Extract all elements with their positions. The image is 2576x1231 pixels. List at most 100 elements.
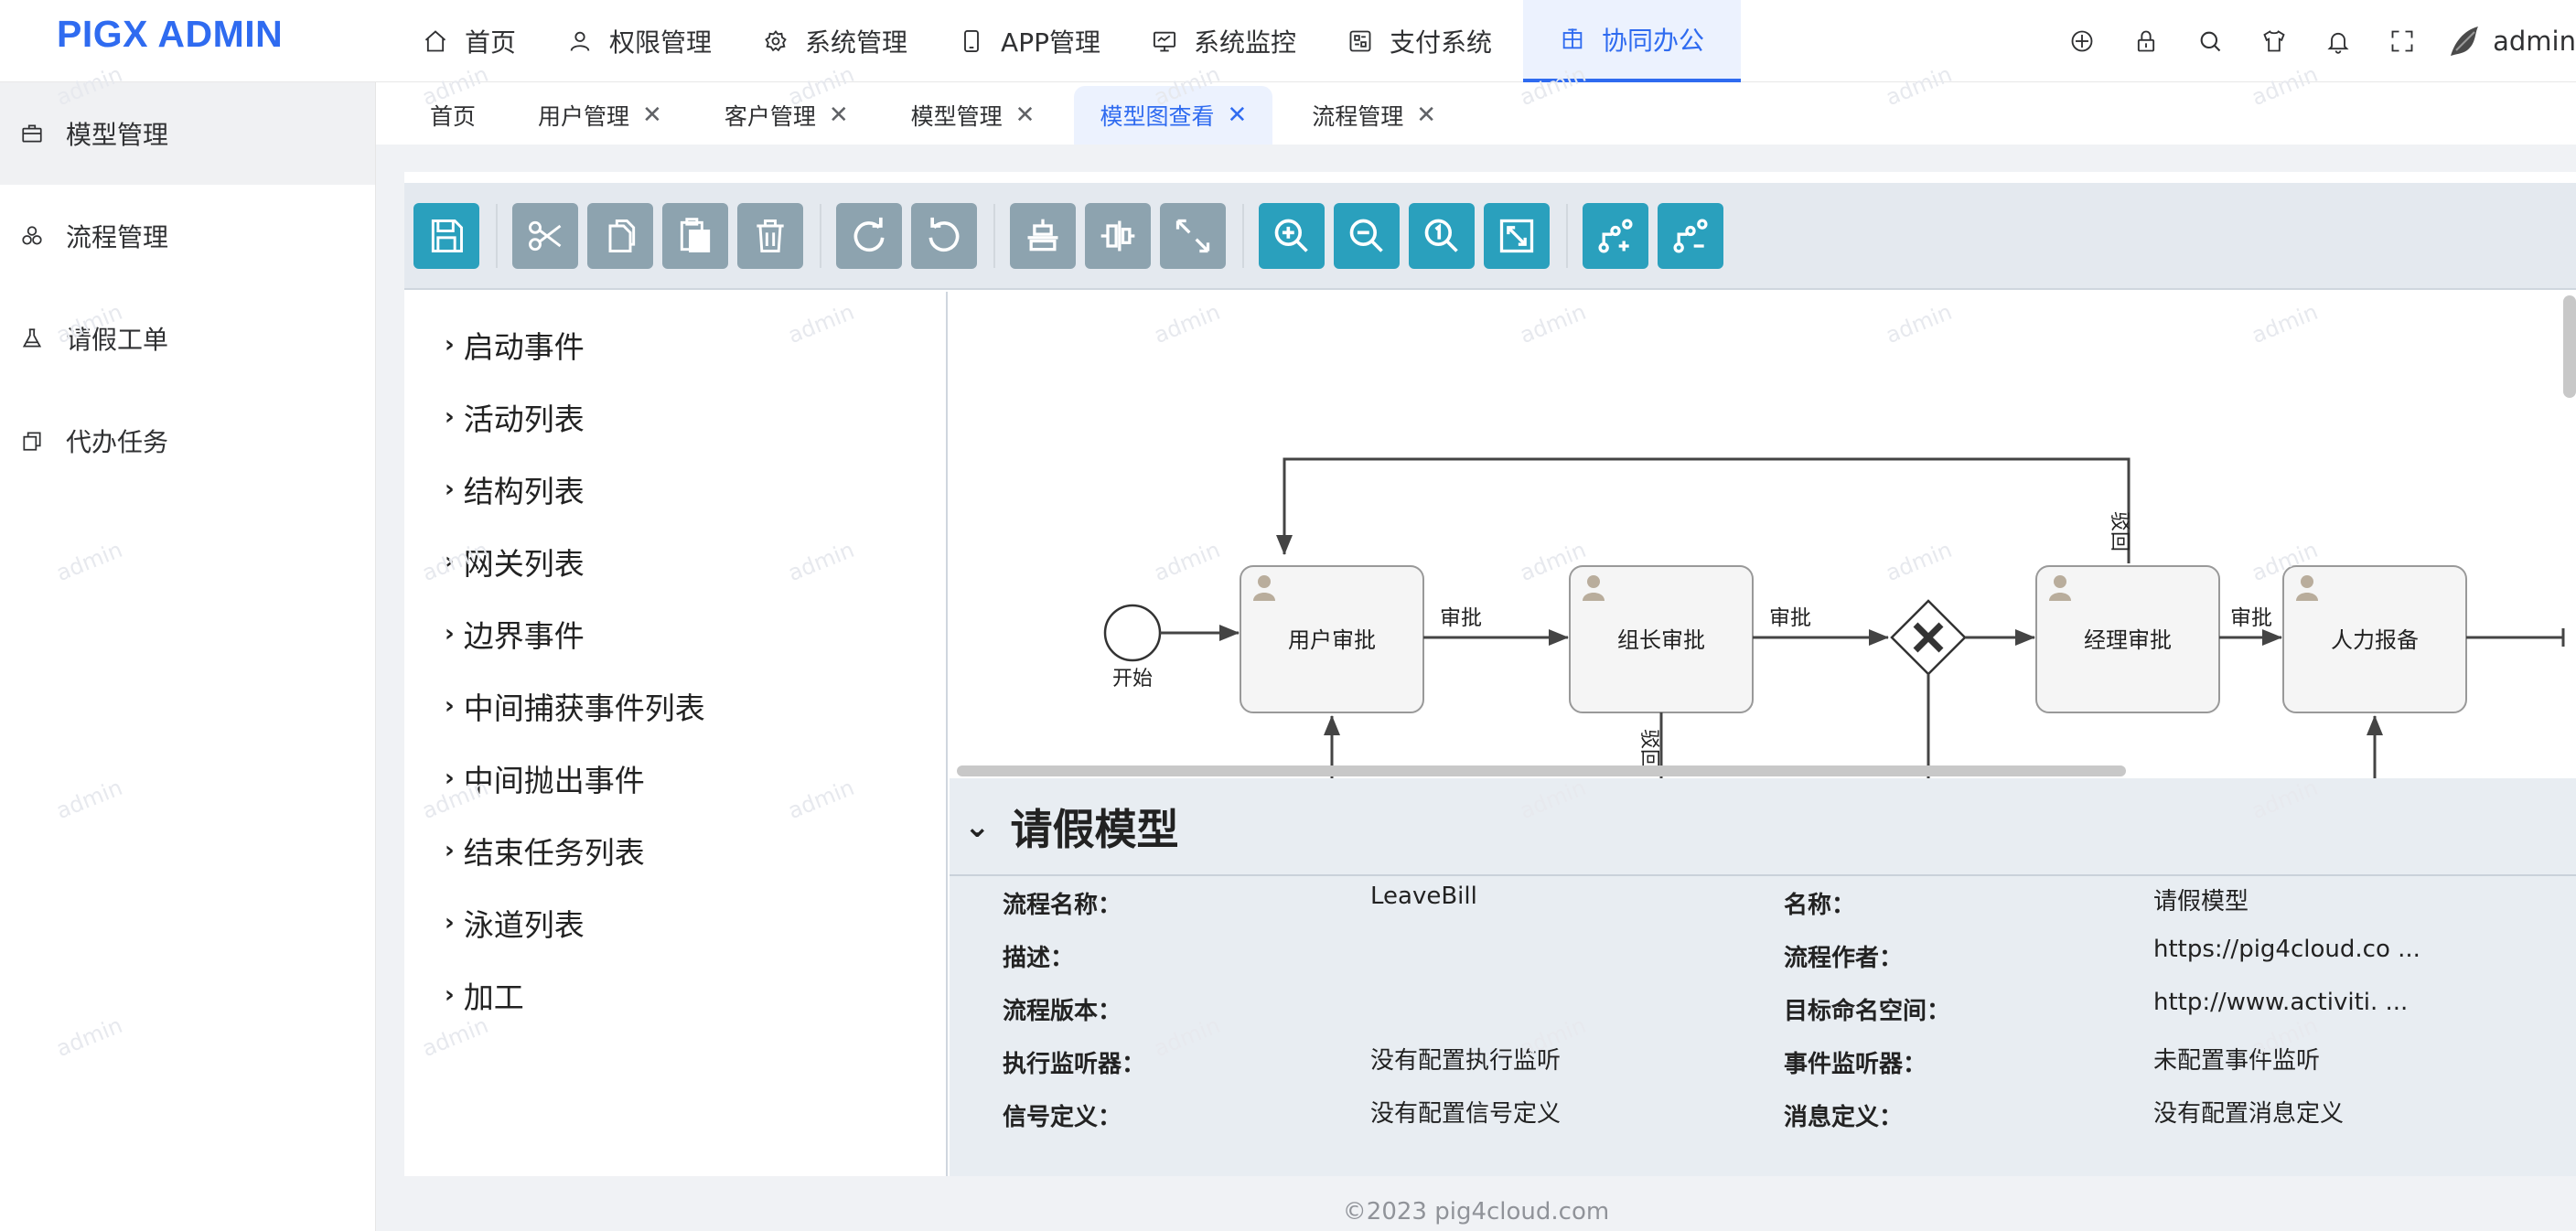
- diagram-canvas[interactable]: 驳回 开始 用户审批 审批 组长审批 驳回: [950, 292, 2576, 778]
- palette-group[interactable]: ›启动事件: [404, 308, 946, 380]
- palette-group-label: 中间捕获事件列表: [463, 690, 705, 726]
- task-hr-report[interactable]: 人力报备: [2282, 565, 2467, 713]
- tab-label: 客户管理: [724, 103, 816, 130]
- close-icon[interactable]: ✕: [642, 102, 662, 129]
- palette-group[interactable]: ›结束任务列表: [404, 814, 946, 886]
- sidebar-item-label: 代办任务: [66, 427, 169, 457]
- tab-user-manage[interactable]: 用户管理✕: [515, 86, 685, 145]
- property-value[interactable]: 没有配置执行监听: [1370, 1047, 1562, 1075]
- palette-group[interactable]: ›结构列表: [404, 453, 946, 525]
- user-menu[interactable]: admin: [2447, 23, 2576, 59]
- save-button[interactable]: [413, 202, 479, 269]
- palette-group[interactable]: ›加工: [404, 958, 946, 1031]
- sidebar-item-todo[interactable]: 代办任务: [0, 390, 375, 492]
- close-icon[interactable]: ✕: [828, 102, 849, 129]
- notification-button[interactable]: [2306, 0, 2370, 82]
- property-value[interactable]: 未配置事件监听: [2153, 1047, 2321, 1075]
- zoom-out-button[interactable]: [1334, 202, 1400, 269]
- task-manager-approve[interactable]: 经理审批: [2035, 565, 2220, 713]
- sidebar-item-flow[interactable]: 流程管理: [0, 185, 375, 287]
- tab-customer-manage[interactable]: 客户管理 ✕: [702, 86, 872, 145]
- close-icon[interactable]: ✕: [1227, 102, 1248, 129]
- task-leader-approve[interactable]: 组长审批: [1569, 565, 1754, 713]
- zoom-in-icon: [1274, 219, 1308, 252]
- palette-group[interactable]: ›边界事件: [404, 597, 946, 669]
- nav-item-office[interactable]: 协同办公: [1523, 0, 1742, 82]
- theme-button[interactable]: [2242, 0, 2306, 82]
- property-value[interactable]: 没有配置信号定义: [1370, 1100, 1562, 1128]
- sidebar-item-model[interactable]: 模型管理: [0, 82, 375, 185]
- nav-item-monitor[interactable]: 系统监控: [1132, 0, 1316, 82]
- copy-icon: [608, 219, 636, 252]
- size-icon: [2071, 30, 2093, 52]
- fullscreen-button[interactable]: [2370, 0, 2434, 82]
- property-label: 目标命名空间：: [1784, 998, 1951, 1025]
- size-button[interactable]: [2050, 0, 2114, 82]
- property-label: 流程名称：: [1003, 892, 1122, 919]
- nav-item-app[interactable]: APP管理: [939, 0, 1121, 82]
- user-task-icon: [1583, 575, 1605, 601]
- redo-button[interactable]: [836, 202, 902, 269]
- property-value[interactable]: LeaveBill: [1370, 883, 1477, 910]
- task-user-approve[interactable]: 用户审批: [1240, 565, 1424, 713]
- add-bendpoint-button[interactable]: [1583, 202, 1648, 269]
- property-value[interactable]: https://pig4cloud.co ...: [2153, 936, 2420, 963]
- home-icon: [424, 30, 446, 52]
- vertical-scrollbar[interactable]: [2563, 295, 2576, 398]
- task-label: 人力报备: [2331, 627, 2419, 653]
- zoom-fit-button[interactable]: [1484, 202, 1550, 269]
- copy-button[interactable]: [587, 202, 653, 269]
- zoom-actual-button[interactable]: [1409, 202, 1475, 269]
- horizontal-scrollbar[interactable]: [957, 765, 2126, 776]
- align-horizontal-button[interactable]: [1010, 202, 1076, 269]
- property-value[interactable]: 没有配置消息定义: [2153, 1100, 2345, 1128]
- start-event[interactable]: [1103, 604, 1162, 662]
- resize-button[interactable]: [1160, 202, 1226, 269]
- lock-button[interactable]: [2114, 0, 2178, 82]
- tab-flow-manage[interactable]: 流程管理✕: [1289, 86, 1459, 145]
- mobile-icon: [964, 29, 979, 53]
- tab-home[interactable]: 首页: [407, 86, 499, 145]
- remove-bendpoint-button[interactable]: [1658, 202, 1723, 269]
- task-label: 经理审批: [2084, 627, 2172, 653]
- palette-group[interactable]: ›中间抛出事件: [404, 742, 946, 814]
- close-icon[interactable]: ✕: [1416, 102, 1437, 129]
- palette-group[interactable]: ›中间捕获事件列表: [404, 669, 946, 742]
- tab-model-manage[interactable]: 模型管理✕: [888, 86, 1058, 145]
- cut-button[interactable]: [512, 202, 578, 269]
- nav-item-home[interactable]: 首页: [402, 0, 536, 82]
- tab-label: 首页: [430, 103, 477, 130]
- undo-button[interactable]: [911, 202, 977, 269]
- palette-group[interactable]: ›网关列表: [404, 525, 946, 597]
- close-icon[interactable]: ✕: [1014, 102, 1036, 129]
- delete-button[interactable]: [737, 202, 803, 269]
- copy-icon: [23, 432, 41, 451]
- zoom-in-button[interactable]: [1259, 202, 1325, 269]
- property-label: 名称：: [1784, 892, 1856, 919]
- palette-group-label: 启动事件: [463, 328, 585, 365]
- exclusive-gateway[interactable]: [1890, 599, 1967, 676]
- align-vertical-button[interactable]: [1085, 202, 1151, 269]
- palette-group[interactable]: ›活动列表: [404, 380, 946, 453]
- briefcase-icon: [22, 124, 42, 143]
- nav-item-system[interactable]: 系统管理: [743, 0, 928, 82]
- search-button[interactable]: [2178, 0, 2242, 82]
- toolbar-divider: [496, 203, 498, 268]
- properties-header[interactable]: ⌄ 请假模型: [950, 778, 2576, 876]
- property-value[interactable]: http://www.activiti. ...: [2153, 989, 2409, 1016]
- tab-model-view[interactable]: 模型图查看✕: [1074, 86, 1273, 145]
- property-label: 事件监听器：: [1784, 1051, 1927, 1078]
- app-logo[interactable]: PIGX ADMIN: [57, 13, 284, 55]
- toolbar-divider: [993, 203, 995, 268]
- property-value[interactable]: 请假模型: [2153, 888, 2249, 915]
- shape-palette: ›启动事件 ›活动列表 ›结构列表 ›网关列表 ›边界事件 ›中间捕获事件列表 …: [404, 292, 948, 1176]
- paste-button[interactable]: [662, 202, 728, 269]
- flow-reject-loop[interactable]: [1276, 457, 2131, 563]
- property-row: 信号定义： 没有配置信号定义 消息定义： 没有配置消息定义: [950, 1098, 2576, 1151]
- sidebar-item-leave[interactable]: 请假工单: [0, 287, 375, 390]
- nav-item-payment[interactable]: 支付系统: [1327, 0, 1512, 82]
- palette-group[interactable]: ›泳道列表: [404, 886, 946, 958]
- top-nav: 首页 权限管理 系统管理 APP管理 系统监控 支付系统 协同办公: [402, 0, 1752, 82]
- properties-title: 请假模型: [1010, 804, 1179, 854]
- nav-item-permission[interactable]: 权限管理: [547, 0, 732, 82]
